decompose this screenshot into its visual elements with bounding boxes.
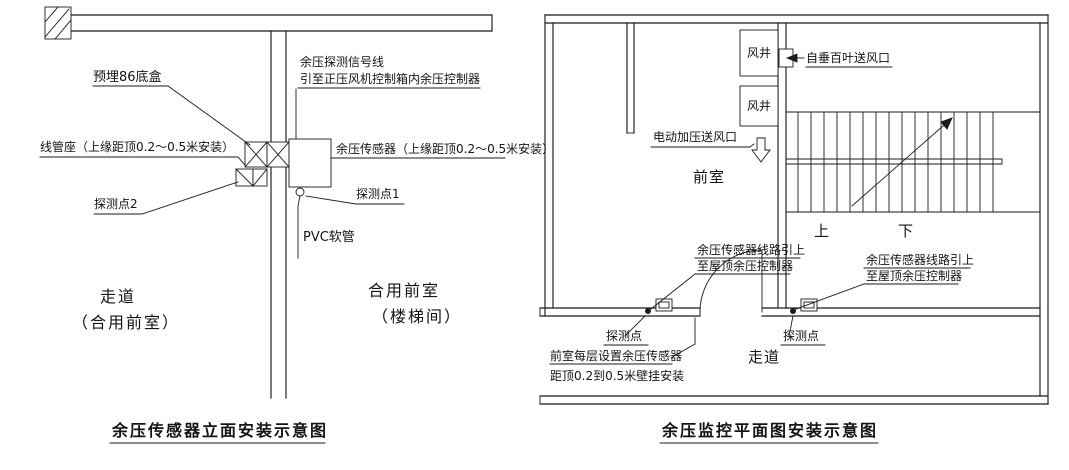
pvc-conduit-line <box>297 195 301 259</box>
sensor-gland <box>295 187 305 197</box>
label-detect-point-right: 探测点 <box>783 329 819 343</box>
stair-treads <box>797 111 994 213</box>
label-signal-line-2: 引至正压风机控制箱内余压控制器 <box>300 71 480 86</box>
plan-sensor-left <box>645 298 673 314</box>
elevation-diagram: 预埋86底盒 余压探测信号线 引至正压风机控制箱内余压控制器 线管座（上缘距顶0… <box>39 6 554 444</box>
label-stair-down: 下 <box>898 222 914 240</box>
air-shaft-bottom <box>739 85 779 127</box>
stair-direction-arrow <box>851 117 953 207</box>
electric-outlet-symbol <box>650 137 771 163</box>
plan-leaders <box>549 257 971 365</box>
label-detect-point-1: 探测点1 <box>356 187 400 201</box>
label-corridor: 走道 <box>748 348 780 366</box>
label-note-1: 前室每层设置余压传感器 <box>550 348 682 363</box>
ceiling-wall <box>44 6 493 40</box>
label-room-left-1: 走道 <box>100 287 136 306</box>
label-riser-right-2: 至屋顶余压控制器 <box>866 268 962 283</box>
elevation-leaders <box>39 85 506 215</box>
label-riser-right-1: 余压传感器线路引上 <box>866 252 974 267</box>
plan-diagram: 风井 风井 自垂百叶送风口 电动加压送风口 前室 <box>539 14 1049 444</box>
pressure-sensor-box <box>288 138 332 188</box>
label-sensor: 余压传感器（上缘距顶0.2～0.5米安装） <box>336 141 554 156</box>
label-electric-outlet: 电动加压送风口 <box>653 129 737 144</box>
label-room-right-2: （楼梯间） <box>372 307 462 326</box>
staircase <box>785 111 1041 213</box>
louver-outlet-symbol <box>778 48 893 68</box>
label-shaft-top: 风井 <box>747 46 771 60</box>
door-symbol <box>699 249 763 313</box>
label-riser-left-2: 至屋顶余压控制器 <box>697 258 793 273</box>
label-shaft-bottom: 风井 <box>747 99 771 113</box>
label-room-right-1: 合用前室 <box>368 281 440 300</box>
label-riser-left-1: 余压传感器线路引上 <box>697 242 805 257</box>
partition-wall <box>270 30 287 399</box>
label-signal-line-1: 余压探测信号线 <box>300 54 384 69</box>
stair-handrail <box>785 158 1003 165</box>
label-detect-point-2: 探测点2 <box>94 197 138 211</box>
air-shaft-top <box>739 29 779 77</box>
plan-title: 余压监控平面图安装示意图 <box>661 421 878 440</box>
label-embedded-box: 预埋86底盒 <box>93 69 162 85</box>
label-room-left-2: （合用前室） <box>72 313 180 332</box>
air-shafts <box>739 29 779 127</box>
label-note-2: 距顶0.2到0.5米壁挂安装 <box>550 368 684 383</box>
label-louver-outlet: 自垂百叶送风口 <box>806 50 890 65</box>
elevation-title: 余压传感器立面安装示意图 <box>111 421 328 440</box>
label-front-room: 前室 <box>693 168 725 186</box>
label-pvc-hose: PVC软管 <box>303 230 355 245</box>
label-conduit-seat: 线管座（上缘距顶0.2～0.5米安装） <box>40 139 234 154</box>
label-detect-point-left: 探测点 <box>606 329 642 343</box>
label-stair-up: 上 <box>814 222 830 240</box>
sensor-assembly <box>235 88 332 259</box>
plan-outer-walls <box>544 14 1049 405</box>
plan-sensor-right <box>790 298 818 314</box>
